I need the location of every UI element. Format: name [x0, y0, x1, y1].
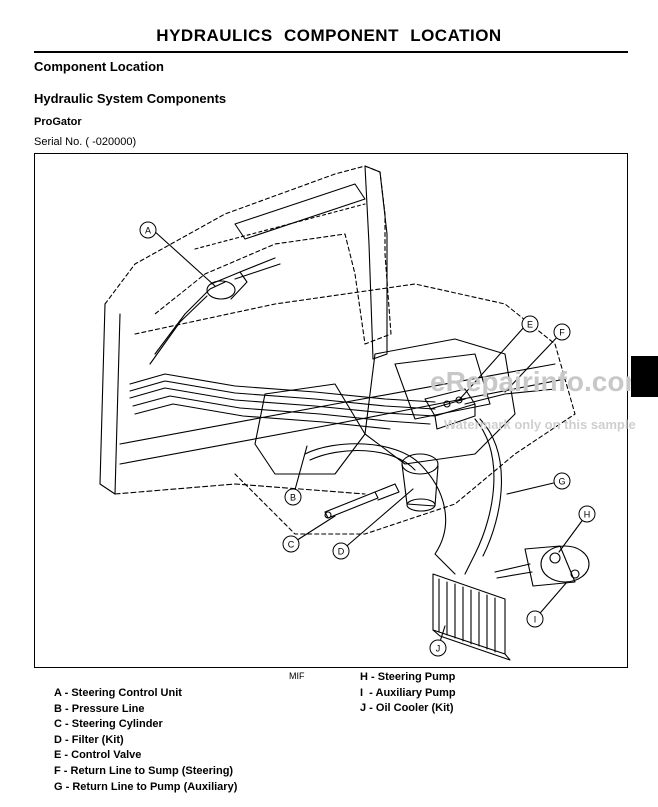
pump-assembly — [494, 545, 590, 587]
leader-d — [340, 488, 414, 552]
callout-b: B — [290, 493, 296, 503]
legend-item-b: B - Pressure Line — [54, 702, 145, 715]
callout-d: D — [338, 547, 345, 557]
hose-bundle-5 — [134, 403, 391, 430]
steering-cylinder — [324, 483, 400, 519]
filter-canister — [401, 453, 439, 512]
section-tab — [631, 356, 658, 397]
callout-circle-b — [284, 488, 302, 506]
leader-c — [290, 515, 336, 545]
legend-right: H - Steering Pump I - Auxiliary Pump J -… — [360, 670, 456, 717]
callout-h: H — [584, 510, 591, 520]
cross-tube-2 — [194, 203, 366, 250]
callout-e: E — [527, 320, 533, 330]
steering-hose — [154, 281, 226, 355]
legend-item-g: G - Return Line to Pump (Auxiliary) — [54, 780, 238, 793]
leader-b — [292, 445, 308, 498]
section-subheading: Hydraulic System Components — [34, 91, 227, 106]
rops-frame — [104, 165, 392, 345]
callout-circle-g — [553, 472, 571, 490]
bed-outline — [134, 283, 576, 535]
legend-item-d: D - Filter (Kit) — [54, 733, 124, 746]
callout-c: C — [288, 540, 295, 550]
section-heading: Component Location — [34, 59, 164, 74]
return-line-aux — [464, 418, 495, 575]
watermark-main: eRepairinfo.com — [430, 366, 650, 397]
callout-circle-e — [521, 315, 539, 333]
hose-bundle-1 — [129, 373, 436, 403]
legend-item-c: C - Steering Cylinder — [54, 718, 163, 731]
control-valve — [424, 388, 476, 430]
callout-circle-c — [282, 535, 300, 553]
pressure-hose-loop — [304, 443, 456, 575]
frame-base — [114, 483, 366, 495]
hydraulic-diagram: A B C D E F G H I J — [34, 153, 628, 668]
return-line-aux-2 — [479, 418, 503, 557]
hose-bundle-4 — [132, 395, 431, 425]
legend-item-i: I - Auxiliary Pump — [360, 686, 456, 699]
legend-item-a: A - Steering Control Unit — [54, 687, 182, 699]
legend-item-e: E - Control Valve — [54, 749, 142, 762]
page-title: HYDRAULICS COMPONENT LOCATION — [156, 26, 502, 45]
engine-housing — [254, 383, 366, 475]
oil-cooler — [432, 573, 511, 661]
legend-left: A - Steering Control Unit B - Pressure L… — [54, 686, 237, 795]
callout-j: J — [436, 644, 441, 654]
rops-upright-right — [364, 165, 388, 360]
callout-circle-d — [332, 542, 350, 560]
callout-circle-j — [429, 639, 447, 657]
transaxle — [364, 338, 516, 465]
callout-circle-h — [578, 505, 596, 523]
legend-item-j: J - Oil Cooler (Kit) — [360, 702, 454, 715]
callout-f: F — [559, 328, 565, 338]
callout-circle-i — [526, 610, 544, 628]
rops-upright-left — [99, 303, 121, 495]
cross-tube — [234, 183, 366, 240]
figure-code: MIF — [289, 671, 305, 681]
callout-circle-a — [139, 221, 157, 239]
callout-a: A — [145, 226, 151, 236]
callout-circle-f — [553, 323, 571, 341]
pressure-hose-loop-2 — [309, 449, 416, 471]
steering-control-unit — [206, 257, 281, 300]
leader-f — [504, 331, 563, 393]
serial-number: Serial No. ( -020000) — [34, 136, 137, 148]
steering-hose-2 — [149, 295, 208, 365]
watermark-sub: Watermark only on this sample — [444, 417, 636, 432]
hose-bundle-2 — [129, 380, 436, 410]
title-rule — [34, 51, 628, 53]
leader-e — [458, 325, 526, 401]
diagram-drawing: A B C D E F G H I J — [99, 165, 596, 661]
legend-item-h: H - Steering Pump — [360, 671, 456, 683]
model-name: ProGator — [34, 116, 82, 128]
return-line-steering — [464, 388, 556, 405]
callout-g: G — [558, 477, 565, 487]
leader-a — [152, 229, 216, 287]
frame-rail-left-2 — [119, 378, 566, 465]
legend-item-f: F - Return Line to Sump (Steering) — [54, 764, 234, 777]
leader-g — [506, 480, 563, 495]
hose-bundle-3 — [129, 387, 436, 417]
callout-i: I — [534, 615, 537, 625]
